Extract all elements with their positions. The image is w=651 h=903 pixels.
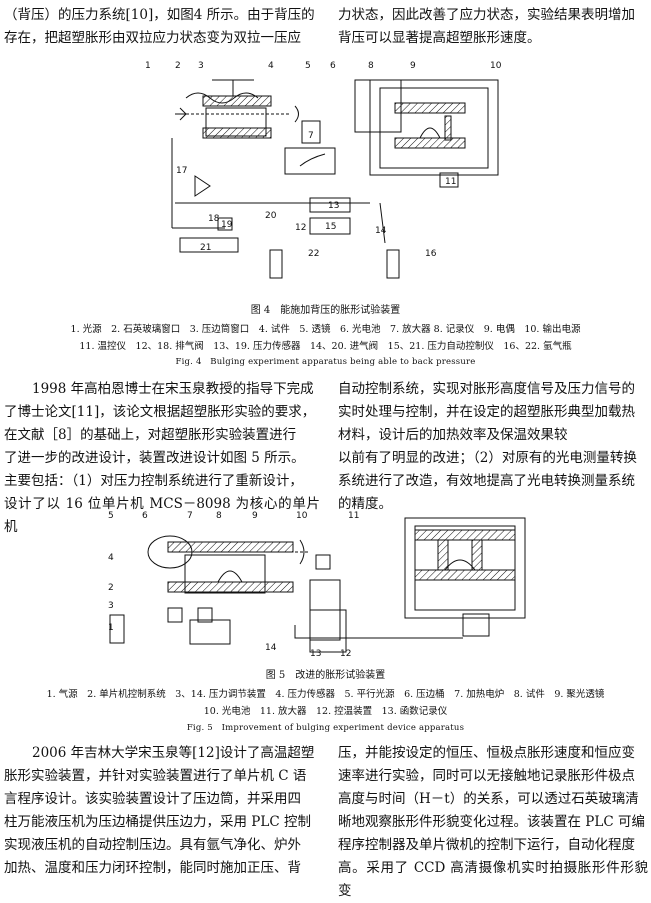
- fig5-caption-english: Fig. 5 Improvement of bulging experiment…: [186, 723, 465, 733]
- fig4-label-1: 1: [145, 61, 151, 71]
- fig5-label-1: 1: [108, 623, 114, 633]
- fig5-diagram: 5 6 7 8 9 10 11 4 2 3 1 14 13 12: [108, 511, 526, 659]
- fig4-label-8: 8: [368, 61, 374, 71]
- fig4-label-19: 19: [221, 220, 233, 230]
- text-line: 在文献［8］的基础上，对超塑胀形实验装置进行: [4, 427, 297, 443]
- fig4-legend-line1: 1. 光源 2. 石英玻璃窗口 3. 压边筒窗口 4. 试件 5. 透镜 6. …: [70, 324, 581, 335]
- text-line: 胀形实验装置，并针对实验装置进行了单片机 C 语: [4, 768, 307, 784]
- fig5-label-10: 10: [296, 511, 308, 521]
- text-line: 的精度。: [338, 496, 392, 512]
- text-line: 了博士论文[11]，该论文根据超塑胀形实验的要求，: [4, 404, 316, 420]
- fig5-label-2a: 2: [108, 583, 114, 593]
- fig5-legend-line1: 1. 气源 2. 单片机控制系统 3、14. 压力调节装置 4. 压力传感器 5…: [46, 689, 605, 700]
- mid-left-paragraph: 1998 年高柏恩博士在宋玉泉教授的指导下完成 了博士论文[11]，该论文根据超…: [4, 378, 320, 539]
- text-line: 2006 年吉林大学宋玉泉等[12]设计了高温超塑: [32, 745, 315, 761]
- bottom-left-paragraph: 2006 年吉林大学宋玉泉等[12]设计了高温超塑 胀形实验装置，并针对实验装置…: [4, 742, 320, 880]
- fig4-label-15: 15: [325, 222, 336, 232]
- fig5-label-6: 6: [142, 511, 148, 521]
- text-line: 材料，设计后的加热效率及保温效果较: [338, 427, 568, 443]
- fig4-label-5: 5: [305, 61, 311, 71]
- text-line: 力状态，因此改善了应力状态，实验结果表明增加: [338, 7, 635, 23]
- text-line: 速率进行实验，同时可以无接触地记录胀形件极点: [338, 768, 635, 784]
- fig4-label-22: 22: [308, 249, 319, 259]
- text-line: 压，并能按设定的恒压、恒极点胀形速度和恒应变: [338, 745, 635, 761]
- fig4-caption: 图 4 能施加背压的胀形试验装置: [250, 305, 401, 316]
- top-right-paragraph: 力状态，因此改善了应力状态，实验结果表明增加 背压可以显著提高超塑胀形速度。: [338, 4, 648, 50]
- text-line: 高度与时间（H－t）的关系，可以透过石英玻璃清: [338, 791, 639, 807]
- fig4-label-4: 4: [268, 61, 274, 71]
- fig4-label-12: 12: [295, 223, 306, 233]
- text-line: 柱万能液压机为压边桶提供压边力，采用 PLC 控制: [4, 814, 311, 830]
- text-line: 加热、温度和压力闭环控制，能同时施加正压、背: [4, 860, 301, 876]
- text-line: 主要包括：（1）对压力控制系统进行了重新设计，: [4, 473, 303, 489]
- fig4-label-9: 9: [410, 61, 416, 71]
- fig4-caption-english: Fig. 4 Bulging experiment apparatus bein…: [175, 357, 476, 367]
- fig4-label-6: 6: [330, 61, 336, 71]
- fig4-label-11: 11: [445, 177, 456, 187]
- text-line: 存在，把超塑胀形由双拉应力状态变为双拉一压应: [4, 30, 301, 46]
- fig4-label-17: 17: [176, 166, 187, 176]
- text-line: 晰地观察胀形件形貌变化过程。该装置在 PLC 可编: [338, 814, 645, 830]
- fig5-label-11: 11: [348, 511, 359, 521]
- text-line: 言程序设计。该实验装置设计了压边筒，并采用四: [4, 791, 301, 807]
- fig5-label-12: 12: [340, 649, 351, 659]
- fig4-label-14: 14: [375, 226, 387, 236]
- fig4-diagram: 1 2 3 4 5 6 7 8 9 10 11 12 13 14 15 16 1…: [145, 61, 502, 279]
- fig4-label-16: 16: [425, 249, 437, 259]
- fig5-label-4: 4: [108, 553, 114, 563]
- fig5-legend-line2: 10. 光电池 11. 放大器 12. 控温装置 13. 函数记录仪: [203, 706, 448, 717]
- text-line: 高。采用了 CCD 高清摄像机实时拍摄胀形件形貌变: [338, 860, 648, 899]
- mid-right-paragraph: 自动控制系统，实现对胀形高度信号及压力信号的 实时处理与控制，并在设定的超塑胀形…: [338, 378, 648, 516]
- text-line: 实时处理与控制，并在设定的超塑胀形典型加载热: [338, 404, 635, 420]
- fig4-label-21: 21: [200, 243, 211, 253]
- text-line: （背压）的压力系统[10]，如图4 所示。由于背压的: [4, 7, 315, 23]
- text-line: 背压可以显著提高超塑胀形速度。: [338, 30, 541, 46]
- fig5-label-14: 14: [265, 643, 277, 653]
- bottom-right-paragraph: 压，并能按设定的恒压、恒极点胀形速度和恒应变 速率进行实验，同时可以无接触地记录…: [338, 742, 648, 903]
- fig4-legend-line2: 11. 温控仪 12、18. 排气阀 13、19. 压力传感器 14、20. 进…: [79, 341, 572, 352]
- fig4-label-18: 18: [208, 214, 220, 224]
- fig4-label-3: 3: [198, 61, 204, 71]
- fig5-caption: 图 5 改进的胀形试验装置: [265, 670, 386, 681]
- fig5-label-7: 7: [187, 511, 193, 521]
- text-line: 程序控制器及单片微机的控制下运行，自动化程度: [338, 837, 635, 853]
- fig5-label-13: 13: [310, 649, 321, 659]
- text-line: 系统进行了改造，有效地提高了光电转换测量系统: [338, 473, 635, 489]
- fig4-label-2: 2: [175, 61, 181, 71]
- text-line: 了进一步的改进设计，装置改进设计如图 5 所示。: [4, 450, 305, 466]
- text-line: 设计了以 16 位单片机 MCS－8098 为核心的单片机: [4, 496, 320, 535]
- fig5-label-9: 9: [252, 511, 258, 521]
- fig4-label-10: 10: [490, 61, 502, 71]
- fig5-label-3: 3: [108, 601, 114, 611]
- fig4-label-13: 13: [328, 201, 339, 211]
- text-line: 以前有了明显的改进；（2）对原有的光电测量转换: [338, 450, 637, 466]
- text-line: 自动控制系统，实现对胀形高度信号及压力信号的: [338, 381, 635, 397]
- fig5-label-5: 5: [108, 511, 114, 521]
- top-left-paragraph: （背压）的压力系统[10]，如图4 所示。由于背压的 存在，把超塑胀形由双拉应力…: [4, 4, 320, 50]
- fig5-label-8: 8: [216, 511, 222, 521]
- fig4-label-7: 7: [308, 131, 314, 141]
- text-line: 1998 年高柏恩博士在宋玉泉教授的指导下完成: [32, 381, 314, 397]
- fig4-label-20: 20: [265, 211, 277, 221]
- text-line: 实现液压机的自动控制压边。具有氩气净化、炉外: [4, 837, 301, 853]
